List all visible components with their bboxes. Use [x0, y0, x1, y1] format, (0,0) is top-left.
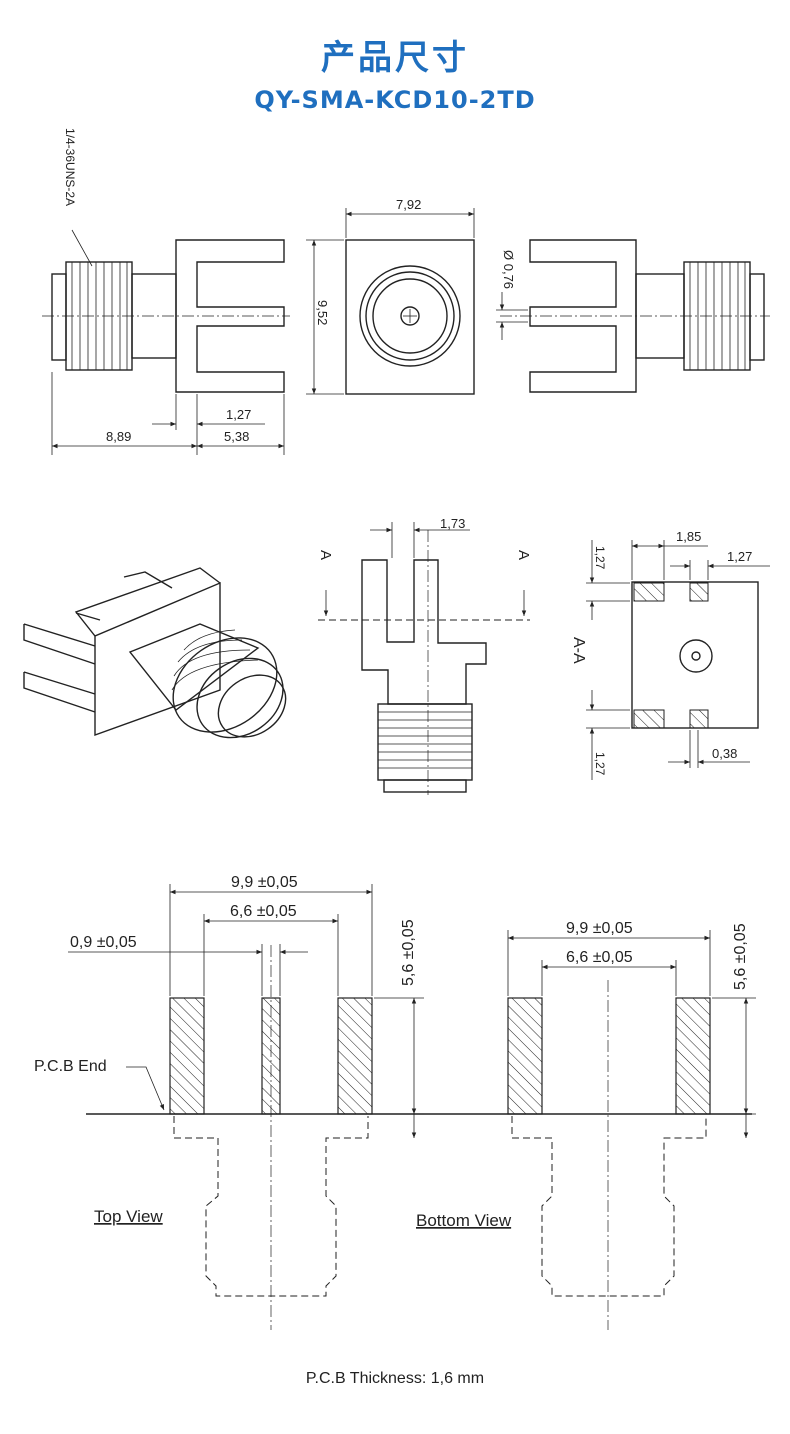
side-view-left: [42, 239, 290, 393]
page-title: 产品尺寸: [321, 38, 469, 78]
section-mark-left: A: [317, 550, 334, 560]
dim-pad-top: 1,27: [593, 546, 607, 570]
footprint-pads-view: [586, 540, 770, 780]
dim-pin-pitch: 1,27: [226, 407, 251, 422]
dim-outer-left: 9,9 ±0,05: [231, 874, 298, 891]
dim-inner-right: 6,6 ±0,05: [566, 949, 633, 966]
side-view-right: [496, 239, 770, 393]
dim-pin-width: 0,38: [712, 746, 737, 761]
bottom-view-label: Bottom View: [416, 1211, 512, 1230]
thread-leader: [71, 229, 93, 267]
pcb-footprint-drawing: [68, 884, 756, 1330]
pcb-thickness-note: P.C.B Thickness: 1,6 mm: [305, 1370, 485, 1387]
dim-body-length: 8,89: [106, 429, 131, 444]
section-mark-right: A: [515, 550, 532, 560]
section-view: [318, 522, 530, 795]
dim-width: 7,92: [396, 197, 421, 212]
isometric-view: [23, 567, 287, 739]
dim-pin-diameter: Ø 0,76: [501, 250, 516, 289]
dim-inner-left: 6,6 ±0,05: [230, 903, 297, 920]
side-view-dimensions: [51, 372, 285, 455]
dim-flange-length: 5,38: [224, 429, 249, 444]
section-label: A-A: [570, 637, 587, 664]
thread-spec-label: 1/4-36UNS-2A: [63, 128, 77, 206]
dim-outer-right: 9,9 ±0,05: [566, 920, 633, 937]
dim-center-pad: 0,9 ±0,05: [70, 934, 137, 951]
model-number: QY-SMA-KCD10-2TD: [254, 86, 536, 114]
top-view-label: Top View: [94, 1207, 163, 1226]
dim-slot-width: 1,73: [440, 516, 465, 531]
dim-pad-bottom: 1,27: [593, 752, 607, 776]
pcb-end-label: P.C.B End: [34, 1058, 107, 1075]
dim-height-left: 5,6 ±0,05: [400, 919, 417, 986]
dim-height: 9,52: [315, 300, 330, 325]
dim-height-right: 5,6 ±0,05: [732, 923, 749, 990]
dim-pad-gap: 1,27: [727, 549, 752, 564]
front-view: [306, 208, 475, 395]
dim-pad-width: 1,85: [676, 529, 701, 544]
